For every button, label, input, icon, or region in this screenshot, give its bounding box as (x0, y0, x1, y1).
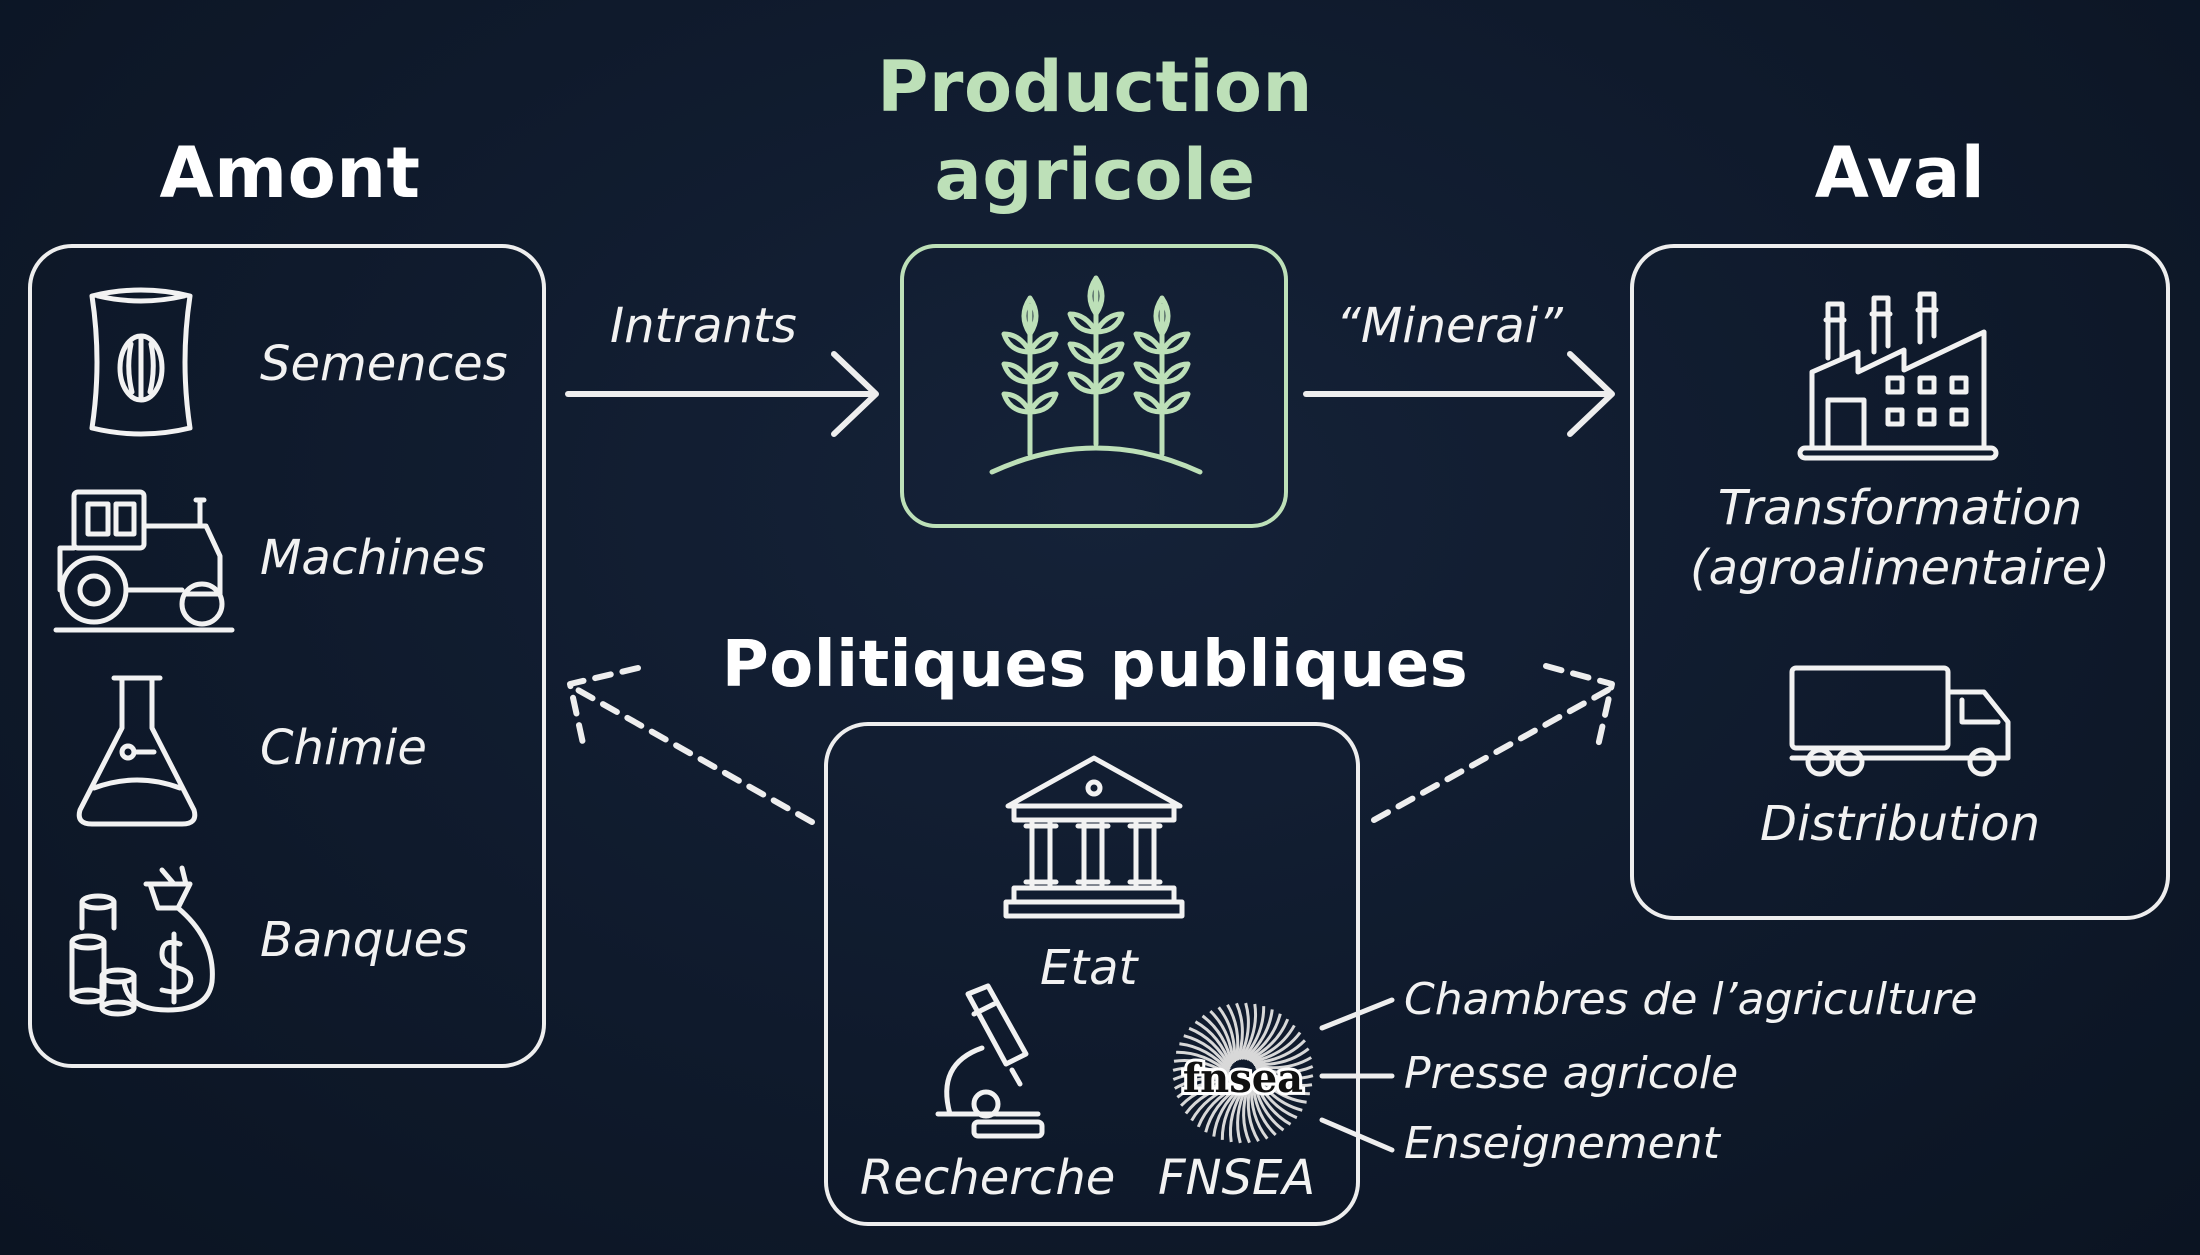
aval-distribution: Distribution (1759, 796, 2041, 852)
politiques-to-amont-arrow (567, 665, 815, 825)
production-title-line2: agricole (934, 134, 1256, 216)
amont-item-machines: Machines (260, 530, 486, 586)
aval-title: Aval (1814, 132, 1986, 214)
aval-box (1630, 244, 2170, 920)
factory-icon (1798, 292, 1998, 462)
amont-item-semences: Semences (260, 336, 508, 392)
money-bag-icon (62, 862, 222, 1022)
production-title-line1: Production (877, 46, 1313, 128)
amont-item-banques: Banques (260, 912, 469, 968)
wheat-icon (986, 276, 1206, 476)
microscope-icon (934, 984, 1044, 1144)
aval-transformation-line1: Transformation (1717, 480, 2083, 536)
politiques-to-aval-arrow (1371, 663, 1615, 823)
production-box (900, 244, 1288, 528)
branch-chambres: Chambres de l’agriculture (1404, 974, 1978, 1025)
truck-icon (1786, 662, 2016, 782)
tractor-icon (56, 486, 236, 636)
etat-label: Etat (1040, 940, 1138, 996)
seed-bag-icon (76, 282, 206, 442)
fnsea-branch-lines (1319, 997, 1395, 1153)
politiques-box (824, 722, 1360, 1226)
amont-title: Amont (159, 132, 421, 214)
fnsea-logo: fnsea (1168, 998, 1318, 1148)
aval-transformation-line2: (agroalimentaire) (1689, 540, 2111, 596)
recherche-label: Recherche (860, 1150, 1116, 1206)
minerai-arrow (1303, 351, 1615, 437)
intrants-arrow (565, 351, 879, 437)
intrants-label: Intrants (610, 298, 797, 354)
government-building-icon (1004, 754, 1184, 924)
politiques-title: Politiques publiques (721, 628, 1469, 702)
minerai-label: “Minerai” (1336, 298, 1563, 354)
amont-box (28, 244, 546, 1068)
fnsea-label: FNSEA (1158, 1150, 1316, 1206)
amont-item-chimie: Chimie (260, 720, 427, 776)
branch-enseignement: Enseignement (1404, 1118, 1720, 1169)
flask-icon (72, 672, 202, 832)
fnsea-logo-text: fnsea (1183, 1055, 1303, 1102)
branch-presse: Presse agricole (1404, 1048, 1739, 1099)
